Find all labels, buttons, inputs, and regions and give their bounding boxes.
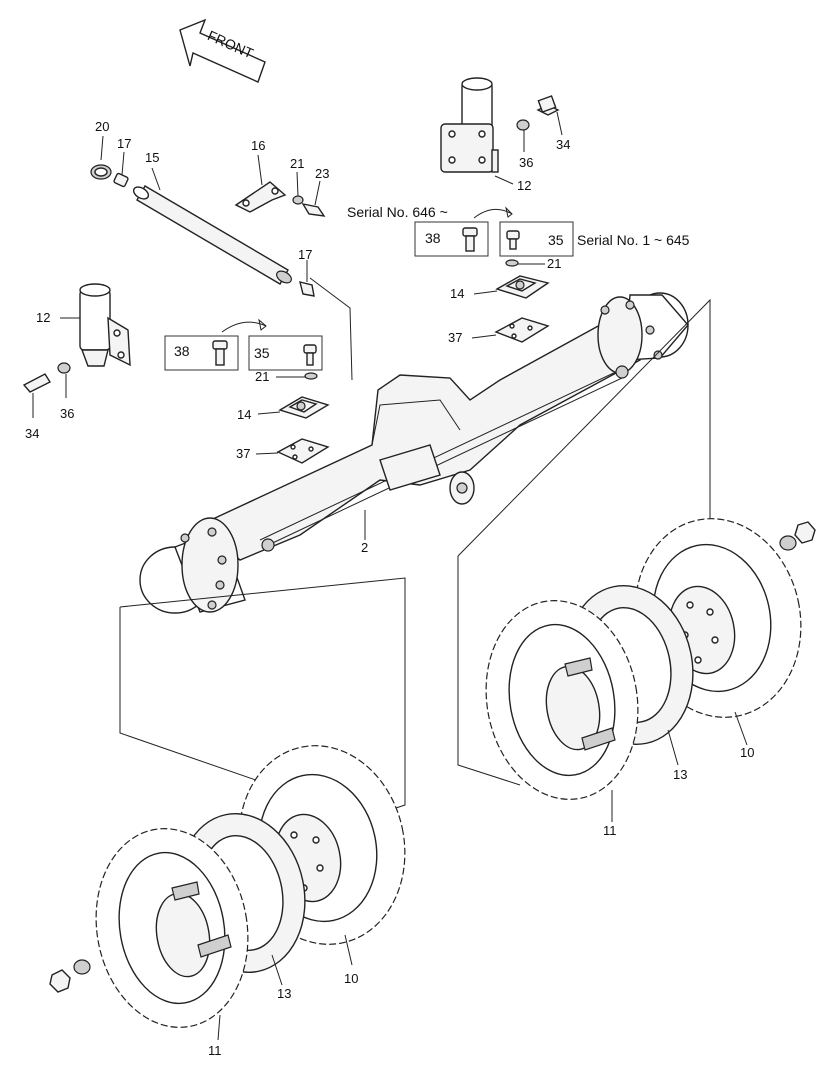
snap-ring-upper-right (505, 259, 519, 267)
callout-10-upper: 10 (740, 745, 754, 760)
solenoid-right (440, 77, 563, 185)
bolt-35-lower (303, 344, 317, 366)
serial-label-646: Serial No. 646 ~ (347, 204, 448, 220)
clamp-14-upper (495, 275, 550, 299)
shim-37-upper (494, 317, 550, 343)
solenoid-left (22, 283, 131, 418)
callout-20: 20 (95, 119, 109, 134)
bolt-35-box-lower (248, 335, 323, 371)
callout-12-left: 12 (36, 310, 50, 325)
callout-12-upper: 12 (517, 178, 531, 193)
clamp-14-lower (278, 396, 330, 419)
callout-38-upper: 38 (425, 230, 441, 246)
bolt-38-box-lower (164, 335, 239, 371)
callout-13-upper: 13 (673, 767, 687, 782)
callout-38-lower: 38 (174, 343, 190, 359)
callout-35-upper: 35 (548, 232, 564, 248)
front-arrow: FRONT (179, 18, 266, 83)
snap-ring-left (304, 372, 318, 380)
callout-2: 2 (361, 540, 368, 555)
callout-23: 23 (315, 166, 329, 181)
callout-35-lower: 35 (254, 345, 270, 361)
callout-37-upper: 37 (448, 330, 462, 345)
washer-left (73, 959, 91, 975)
bolt-35-box-upper (499, 221, 574, 257)
bolt-38-lower (212, 340, 228, 366)
callout-34-left: 34 (25, 426, 39, 441)
callout-17-upper: 17 (117, 136, 131, 151)
wheel-left-front (95, 828, 249, 1028)
pin-assembly (90, 135, 326, 297)
callout-15: 15 (145, 150, 159, 165)
callout-21-left: 21 (255, 369, 269, 384)
axle-assembly (139, 292, 689, 614)
callout-13-lower: 13 (277, 986, 291, 1001)
callout-36-left: 36 (60, 406, 74, 421)
bolt-38-upper (462, 227, 478, 252)
washer-right (779, 535, 797, 551)
shim-37-lower (276, 438, 330, 464)
callout-11-lower: 11 (208, 1043, 222, 1058)
callout-34-upper: 34 (556, 137, 570, 152)
nut-left (49, 969, 71, 993)
callout-14-lower: 14 (237, 407, 251, 422)
callout-11-upper: 11 (603, 823, 617, 838)
serial-label-1-645: Serial No. 1 ~ 645 (577, 232, 690, 248)
callout-14-upper: 14 (450, 286, 464, 301)
bolt-35-upper (506, 230, 520, 250)
callout-37-lower: 37 (236, 446, 250, 461)
callout-16: 16 (251, 138, 265, 153)
callout-17-lower: 17 (298, 247, 312, 262)
callout-21-upper: 21 (290, 156, 304, 171)
callout-10-lower: 10 (344, 971, 358, 986)
callout-36-upper: 36 (519, 155, 533, 170)
callout-21-right: 21 (547, 256, 561, 271)
bolt-38-box-upper (414, 221, 489, 257)
nut-right (794, 521, 816, 544)
wheel-right-front (485, 600, 639, 800)
